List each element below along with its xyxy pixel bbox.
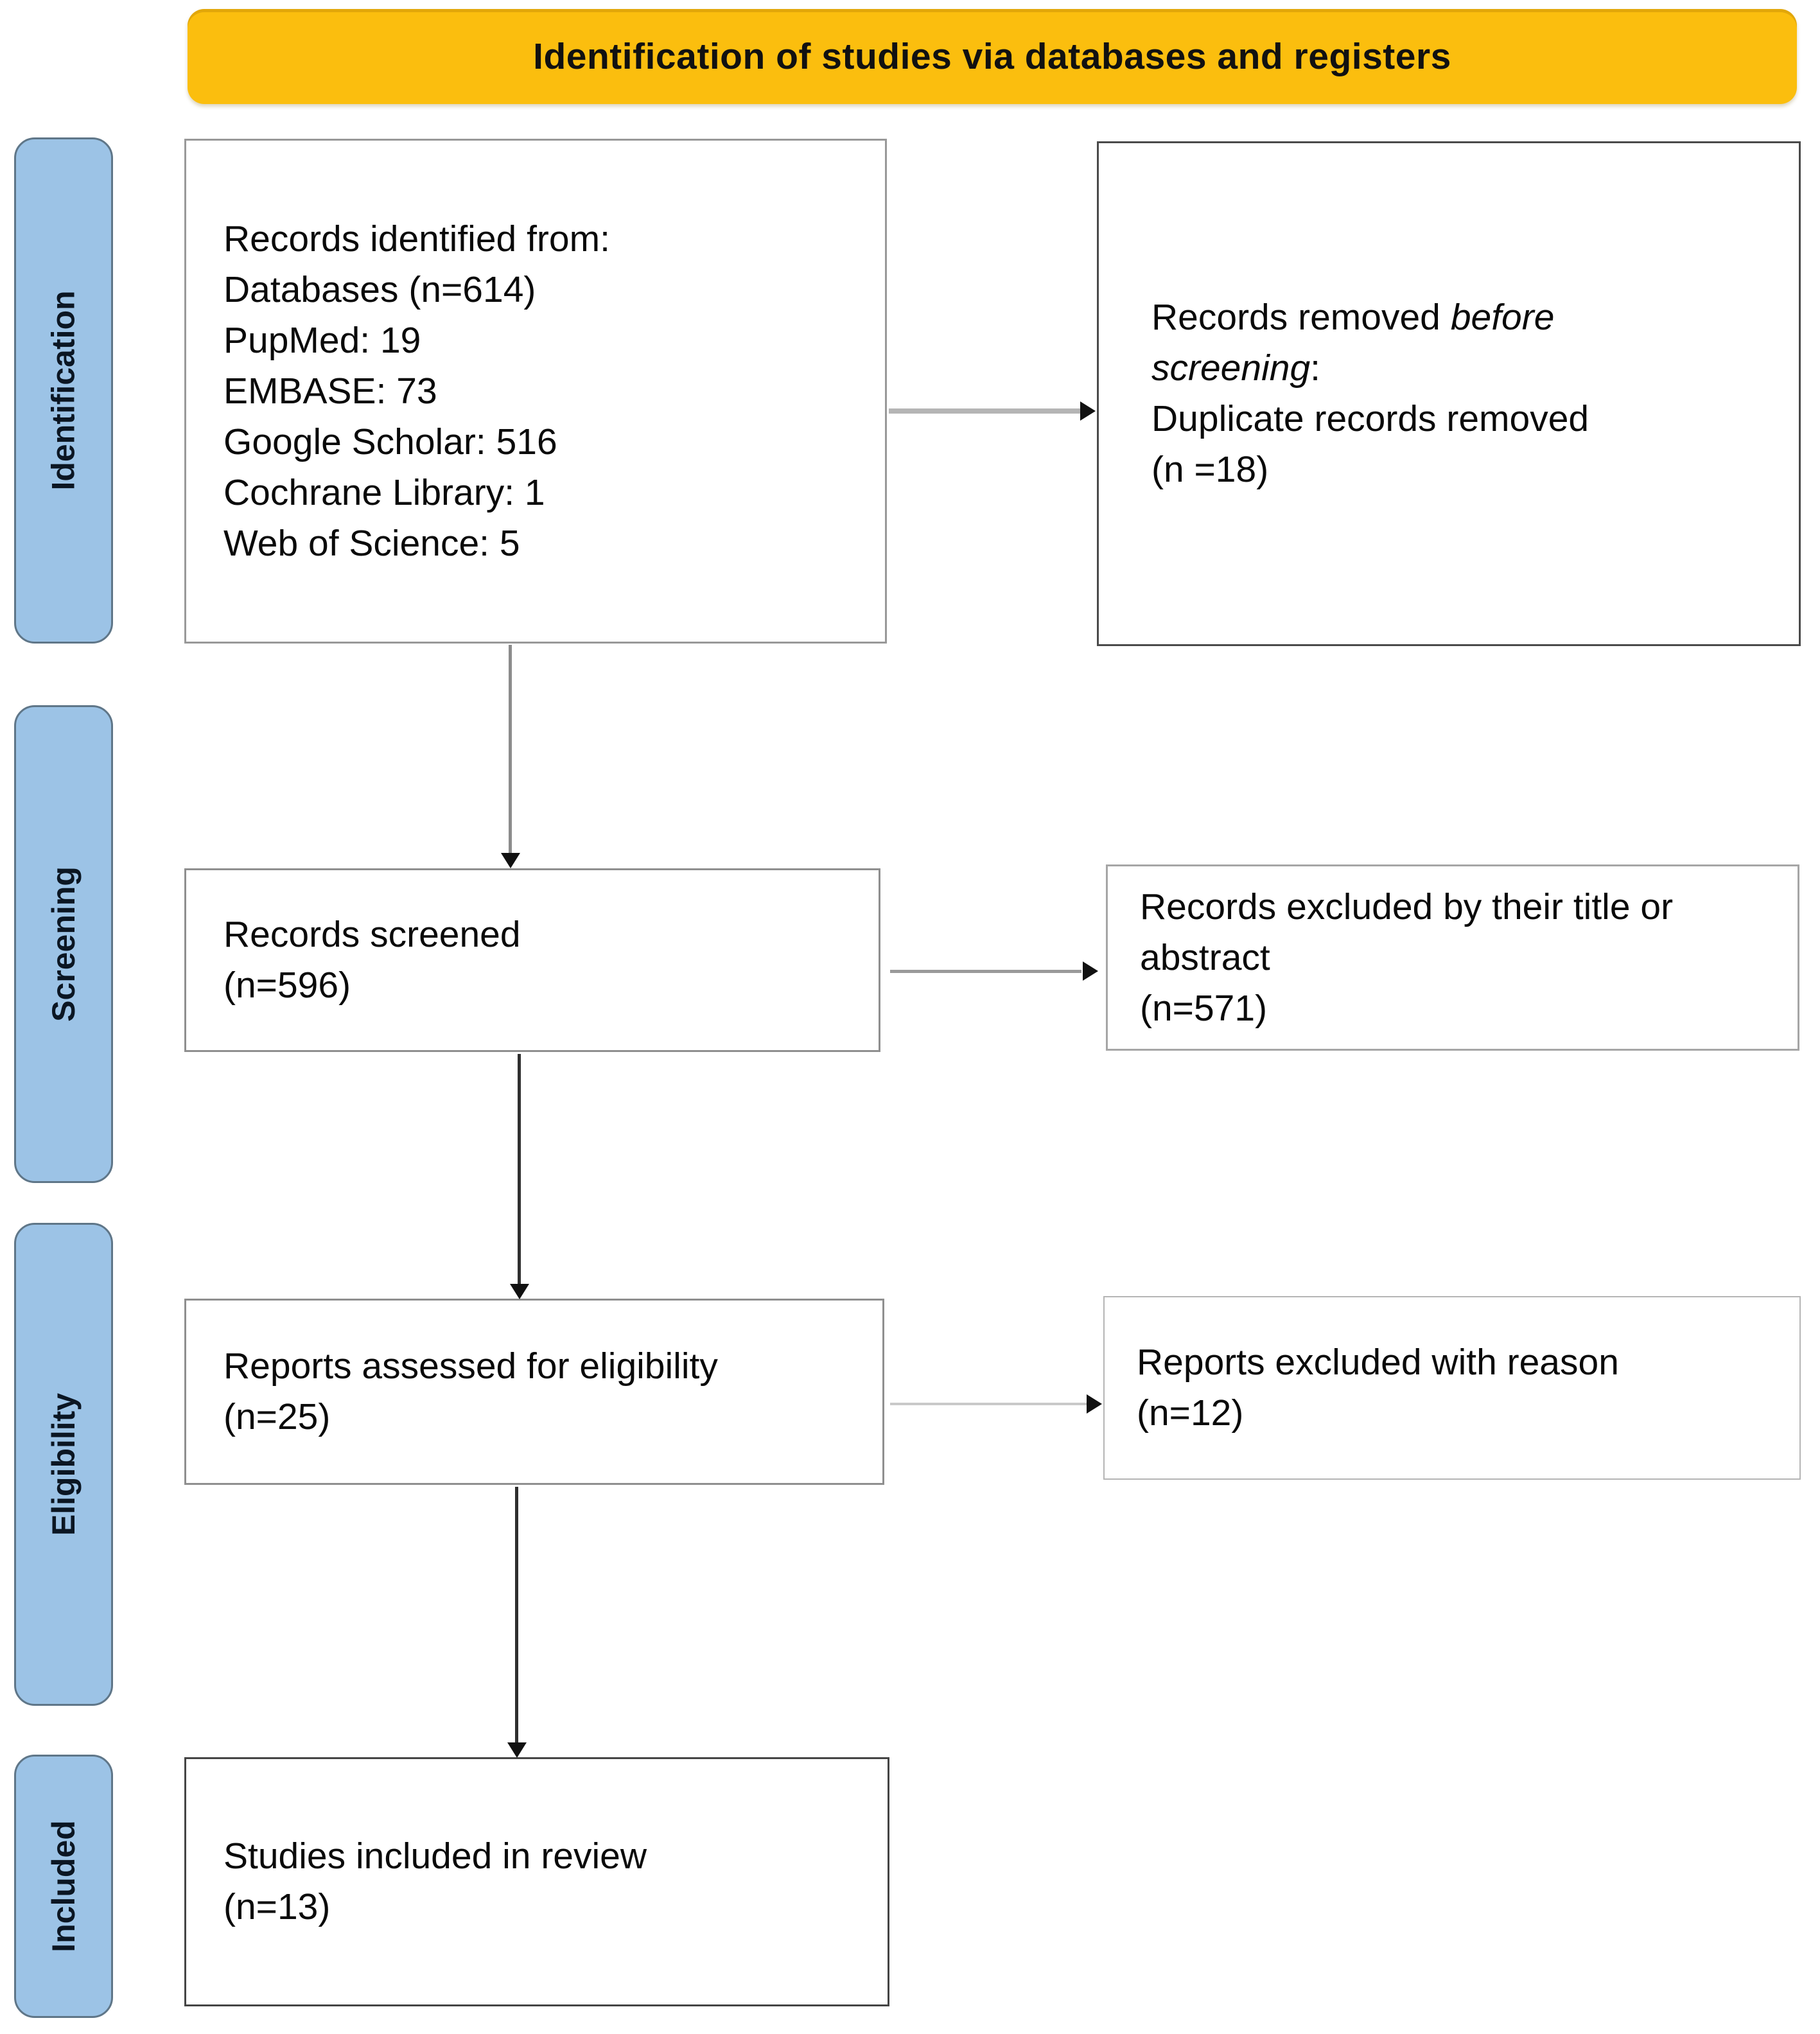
banner: Identification of studies via databases … [188, 9, 1797, 104]
box-reports-assessed: Reports assessed for eligibility (n=25) [184, 1299, 884, 1485]
box-text-line: (n=596) [223, 965, 351, 1006]
box-text-segment-italic: before [1450, 297, 1555, 338]
box-text-line: Records screened [223, 914, 521, 955]
box-text-line: abstract [1140, 936, 1270, 978]
box-text-line: (n=13) [223, 1886, 331, 1927]
box-text-line: (n=12) [1137, 1392, 1244, 1433]
box-text-line: PupMed: 19 [223, 319, 421, 361]
arrow-right-icon [1080, 401, 1096, 421]
box-records-screened: Records screened (n=596) [184, 868, 880, 1052]
connector-screened-to-excluded [890, 970, 1081, 973]
box-reports-excluded-reason: Reports excluded with reason (n=12) [1103, 1296, 1801, 1480]
box-text-segment: Records removed [1151, 297, 1440, 338]
stage-pill-identification: Identification [14, 137, 113, 644]
box-text-line: EMBASE: 73 [223, 370, 437, 412]
arrow-down-icon [510, 1284, 529, 1299]
stage-pill-screening: Screening [14, 705, 113, 1183]
connector-identified-to-screened [509, 645, 512, 858]
connector-screened-to-assessed [518, 1054, 521, 1289]
arrow-right-icon [1087, 1394, 1102, 1414]
connector-identified-to-removed [889, 408, 1081, 414]
box-text-line: Reports excluded with reason [1137, 1342, 1619, 1383]
box-text-segment: : [1310, 347, 1320, 389]
arrow-down-icon [501, 853, 520, 868]
box-text-line: (n =18) [1151, 449, 1269, 490]
box-text-line: Records excluded by their title or [1140, 886, 1674, 927]
box-text-line: Web of Science: 5 [223, 522, 520, 564]
box-records-identified: Records identified from: Databases (n=61… [184, 139, 887, 644]
arrow-down-icon [507, 1742, 527, 1758]
box-text-line: (n=25) [223, 1396, 331, 1437]
box-text-line: Reports assessed for eligibility [223, 1346, 718, 1387]
box-text-line: (n=571) [1140, 987, 1268, 1029]
box-text-line: screening: [1151, 343, 1799, 394]
box-studies-included: Studies included in review (n=13) [184, 1757, 889, 2006]
box-records-excluded-title-abstract: Records excluded by their title or abstr… [1106, 864, 1799, 1051]
banner-title: Identification of studies via databases … [533, 36, 1451, 77]
arrow-right-icon [1083, 961, 1098, 981]
stage-pill-eligibility: Eligibility [14, 1223, 113, 1706]
box-text-line: Records identified from: [223, 218, 610, 259]
box-text-line: Cochrane Library: 1 [223, 471, 545, 513]
stage-label-included: Included [46, 1820, 82, 1952]
stage-label-identification: Identification [46, 290, 82, 491]
connector-assessed-to-excluded-reason [890, 1403, 1089, 1405]
stage-label-screening: Screening [46, 866, 82, 1022]
box-text-line: Studies included in review [223, 1836, 647, 1877]
box-text-line: Google Scholar: 516 [223, 421, 557, 462]
box-text-line: Duplicate records removed [1151, 398, 1589, 439]
box-text-line: Databases (n=614) [223, 268, 536, 310]
box-text-segment-italic: screening [1151, 347, 1311, 389]
connector-assessed-to-included [515, 1487, 518, 1748]
stage-label-eligibility: Eligibility [46, 1392, 82, 1536]
stage-pill-included: Included [14, 1755, 113, 2018]
